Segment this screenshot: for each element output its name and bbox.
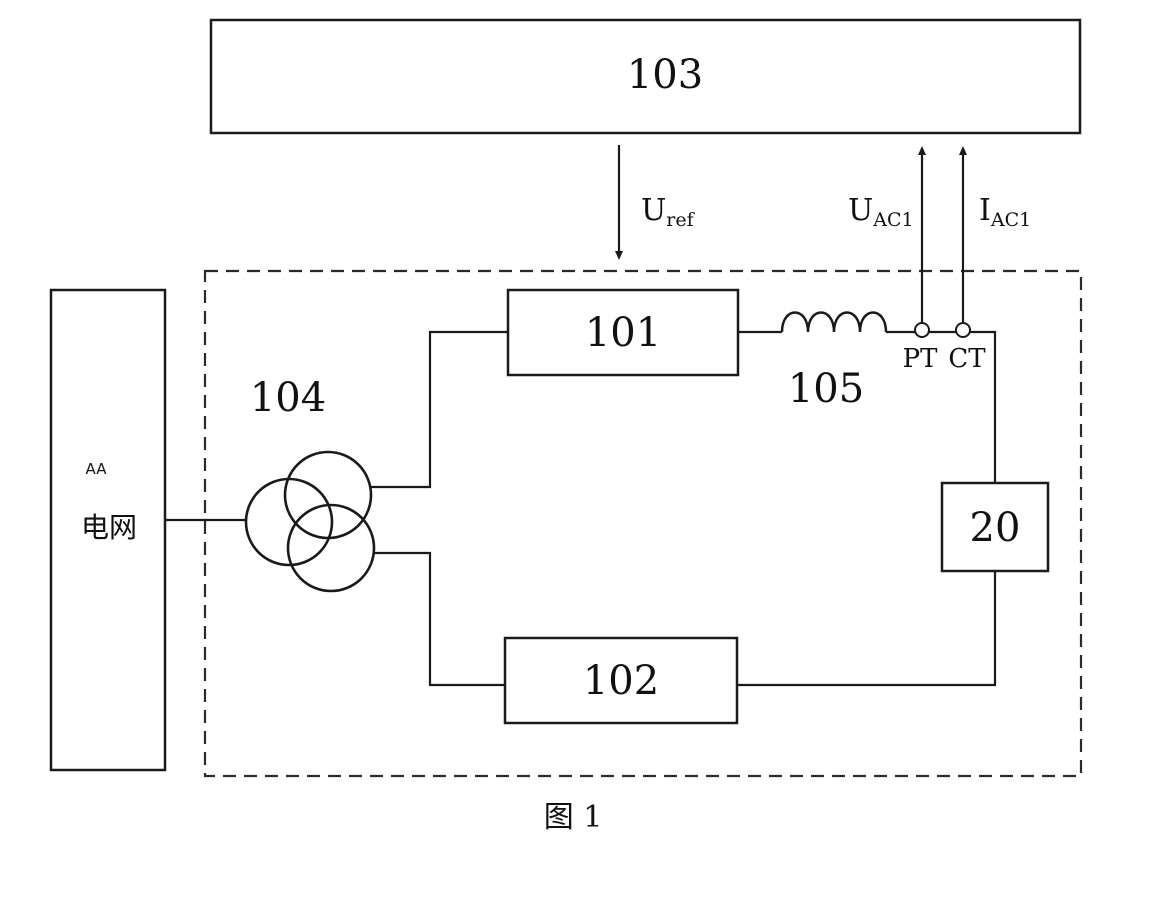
ct-label: CT xyxy=(948,344,986,374)
uref-sub: ref xyxy=(666,209,695,231)
uref-main: U xyxy=(641,193,666,228)
grid-label: 电网 xyxy=(81,511,137,544)
wire-load-to-102 xyxy=(737,571,995,685)
iac-sub: AC1 xyxy=(990,209,1031,231)
converter-102-label: 102 xyxy=(583,658,659,704)
iac-main: I xyxy=(979,193,991,228)
iac-label: IAC1 xyxy=(979,193,1031,231)
inductor-label: 105 xyxy=(788,366,864,412)
uref-label: Uref xyxy=(641,193,696,231)
wire-transformer-to-101 xyxy=(371,332,508,487)
ct-terminal xyxy=(956,323,970,337)
pt-label: PT xyxy=(903,344,938,374)
controller-label: 103 xyxy=(627,52,703,98)
grid-tag-label: AA xyxy=(86,460,108,478)
figure-caption: 图 1 xyxy=(544,800,603,835)
load-label: 20 xyxy=(970,505,1021,551)
converter-101-label: 101 xyxy=(585,310,661,356)
inductor-105 xyxy=(782,313,886,333)
uac-sub: AC1 xyxy=(872,209,913,231)
transformer-label: 104 xyxy=(250,375,326,421)
wire-transformer-to-102 xyxy=(374,553,505,685)
transformer-104 xyxy=(246,452,374,591)
uac-label: UAC1 xyxy=(848,193,914,231)
transformer-secondary-winding-1 xyxy=(285,452,371,538)
pt-terminal xyxy=(915,323,929,337)
uac-main: U xyxy=(848,193,873,228)
